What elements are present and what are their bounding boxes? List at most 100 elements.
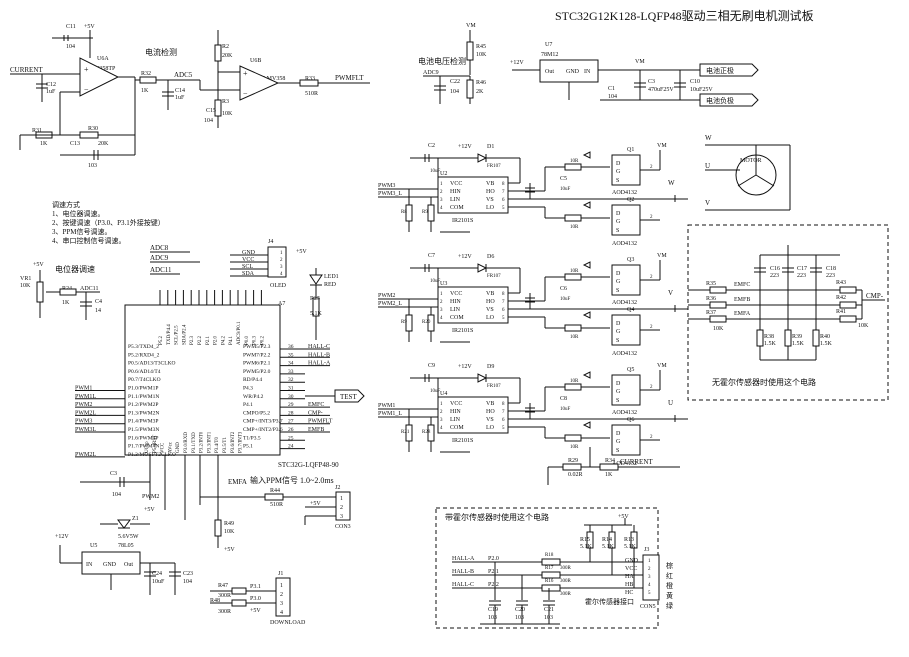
net-pwm-low: PWM3_L (378, 191, 402, 197)
vcc-label-12v: +12V (458, 144, 472, 150)
mosfet-high (611, 264, 641, 296)
mcu-pin-label: PWM6/P2.1 (243, 361, 271, 367)
resistor-r44-value: 510R (270, 502, 283, 508)
mosfet-pin-number: 2 (650, 435, 653, 440)
hall-connector-pin-label: GND (625, 558, 639, 564)
driver-pin-label: VS (486, 417, 494, 423)
resistor-r29-value: 0.02R (568, 472, 583, 478)
mosfet-low-ref: Q4 (627, 307, 634, 313)
resistor-r33: R33 (305, 76, 315, 82)
diode-bootstrap: D1 (487, 144, 494, 150)
hall-connector-pin-number: 2 (648, 567, 651, 572)
resistor-r32: R32 (141, 71, 151, 77)
mcu-pin-number: 33 (288, 369, 294, 375)
resistor-pulldown: R9 (422, 210, 428, 215)
cap-c16-value: 223 (770, 273, 779, 279)
resistor-r47: R47 (218, 583, 228, 589)
mosfet-pin-number: 2 (650, 275, 653, 280)
net-pwm-low: PWM2_L (378, 301, 402, 307)
net-pwmflt: PWMFLT (335, 74, 364, 82)
download-connector-j1[interactable] (275, 577, 291, 617)
net-pwm-low: PWM1_L (378, 411, 402, 417)
ppm-connector-j2[interactable] (335, 491, 351, 521)
led1-label: LED1 (324, 274, 339, 280)
hall-port-pin: P2.0 (488, 556, 499, 562)
svg-text:P3.0: P3.0 (250, 596, 261, 602)
mcu-pin-number: 24 (288, 444, 294, 450)
zener-z1-value: 5.6V5W (118, 534, 139, 540)
hall-connector-j3[interactable] (642, 554, 660, 601)
mcu-pin-label: P1.1/PWM1N (128, 394, 159, 400)
oled-pin-number: 2 (280, 258, 283, 263)
resistor-r37: R37 (706, 310, 716, 316)
mosfet-part: AOD4132 (612, 190, 637, 196)
net-adc9-mcu: ADC9 (150, 254, 169, 262)
mcu-pin-label: P3.2/INT0 (200, 431, 205, 453)
mosfet-pin-number: 2 (650, 325, 653, 330)
resistor-r49: R49 (224, 521, 234, 527)
net-emfa-ppm: EMFA (228, 478, 247, 486)
cap-c11: C11 (66, 24, 76, 30)
mosfet-pin: S (616, 228, 619, 234)
resistor-r3-value: 10K (222, 111, 233, 117)
net-adc11-mcu: ADC11 (150, 266, 172, 274)
oled-pin-label: GND (242, 250, 256, 256)
resistor-r29: R29 (568, 458, 578, 464)
vcc-label-5v-hall: +5V (618, 514, 629, 520)
led-block: LED1 RED R25 5.1K (309, 268, 339, 340)
resistor-r39: R39 (792, 334, 802, 340)
diode-part: FR107 (487, 274, 501, 279)
motor-phase-u: U (705, 162, 710, 170)
mcu-pin-number: 32 (288, 377, 294, 383)
hall-connector-pin-number: 1 (648, 559, 651, 564)
mcu-pin-label: P1.3/PWM2N (128, 410, 159, 416)
mcu-pin-number: 36 (288, 344, 294, 350)
cap-c21-value: 103 (544, 615, 553, 621)
vcc-label-5v-oled: +5V (296, 249, 307, 255)
cap-bootstrap-value: 10uF (560, 187, 571, 192)
driver-pin-number: 8 (502, 182, 505, 187)
mcu-left-net: PWM3L (75, 427, 96, 433)
driver-pin-number: 7 (502, 300, 505, 305)
mcu-pin-label: P3.3/INT1 (207, 431, 212, 453)
speed-notes-heading: 调速方式 (52, 200, 80, 209)
potentiometer-vr1[interactable] (36, 281, 44, 303)
pot-vr1-value: 10K (20, 283, 31, 289)
section-with-hall: 带霍尔传感器时使用这个电路 (445, 512, 549, 522)
mosfet-part: AOD4132 (612, 241, 637, 247)
mcu-pin-label: P2.2 (198, 335, 203, 345)
gate-resistor-value: 10R (570, 159, 579, 164)
section-pot-adjust: 电位器调速 (55, 264, 95, 274)
mcu-pin-label: P3.4/T0 (215, 437, 220, 453)
mcu-pin-label: P2.0 (214, 335, 219, 345)
reg-u7-part: 78M12 (541, 52, 558, 58)
driver-pin-number: 6 (502, 418, 505, 423)
driver-pin-number: 8 (502, 402, 505, 407)
oled-connector-j4[interactable] (267, 246, 287, 278)
resistor-r31: R31 (32, 128, 42, 134)
mosfet-pin: G (616, 439, 621, 445)
driver-pin-label: VS (486, 197, 494, 203)
led1-symbol (309, 274, 323, 285)
vcc-label-12v: +12V (458, 254, 472, 260)
mcu-pin-label: WR/P4.2 (243, 394, 264, 400)
vm-label-reg: VM (635, 59, 645, 65)
cap-c4-value: 14 (95, 308, 101, 314)
opamp-u6b-part: LMV358 (263, 76, 285, 82)
mcu-left-pins: P5.3/TXD4_2P5.2/RXD4_2P0.5/AD13/T3CLKOP0… (75, 344, 176, 458)
svg-text:P3.1: P3.1 (250, 584, 261, 590)
mcu-pin-label: GND (176, 442, 181, 453)
mcu-pin-label: P2.3 (190, 335, 195, 345)
resistor-r35: R35 (706, 281, 716, 287)
cap-c1-value: 104 (608, 94, 617, 100)
vm-label: VM (657, 253, 667, 259)
mcu-pin-label: P0.3 (253, 335, 258, 345)
hall-series-resistor: R18 (545, 553, 554, 558)
resistor-r31-value: 1K (40, 141, 48, 147)
pot-vr1: VR1 (20, 276, 31, 282)
mcu-right-net: EMFC (308, 402, 324, 408)
mosfet-part: AOD4132 (612, 410, 637, 416)
download-label: DOWNLOAD (270, 620, 306, 626)
